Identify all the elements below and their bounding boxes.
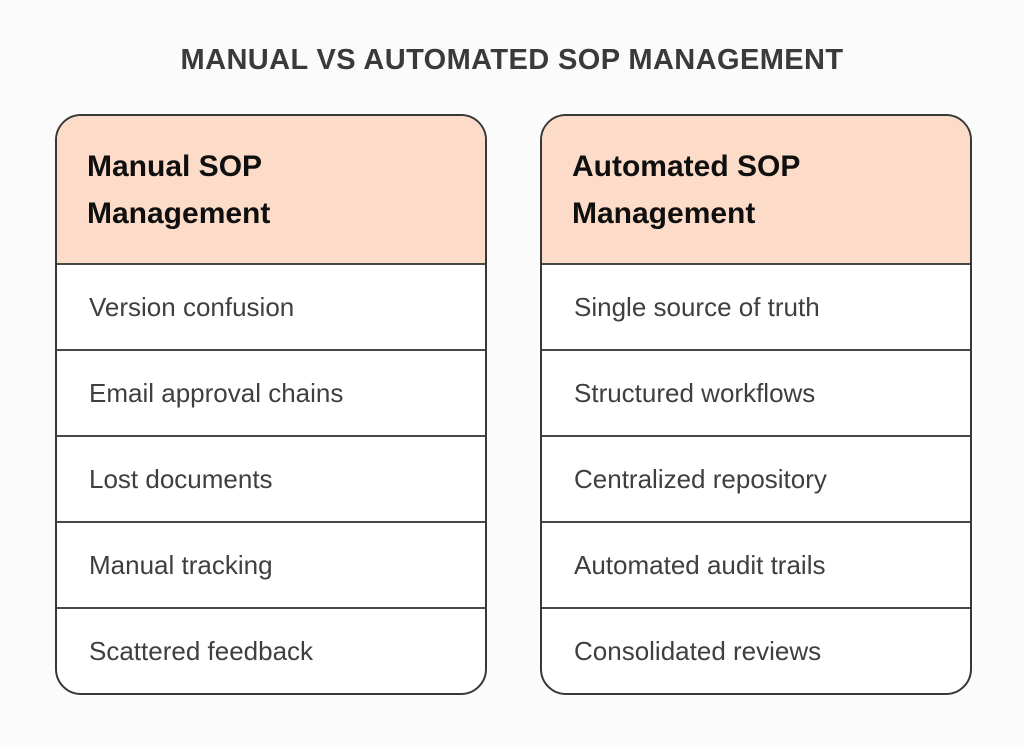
automated-sop-card: Automated SOP Management Single source o…	[540, 114, 972, 695]
manual-sop-card-title: Manual SOP Management	[87, 149, 271, 230]
manual-sop-card: Manual SOP Management Version confusion …	[55, 114, 487, 695]
table-row: Single source of truth	[574, 291, 820, 322]
automated-sop-card-title: Automated SOP Management	[572, 149, 800, 230]
table-row: Automated audit trails	[542, 521, 970, 607]
page-title: MANUAL VS AUTOMATED SOP MANAGEMENT	[180, 44, 844, 76]
manual-sop-card-header: Manual SOP Management	[57, 116, 485, 265]
table-row: Email approval chains	[57, 349, 485, 435]
table-row: Structured workflows	[542, 349, 970, 435]
table-row: Consolidated reviews	[542, 607, 970, 693]
table-row: Manual tracking	[57, 521, 485, 607]
table-row: Centralized repository	[542, 435, 970, 521]
table-row: Version confusion	[89, 291, 295, 322]
comparison-cards: Manual SOP Management Version confusion …	[55, 114, 972, 695]
automated-sop-card-header: Automated SOP Management	[542, 116, 970, 265]
table-row: Lost documents	[57, 435, 485, 521]
table-row: Scattered feedback	[57, 607, 485, 693]
